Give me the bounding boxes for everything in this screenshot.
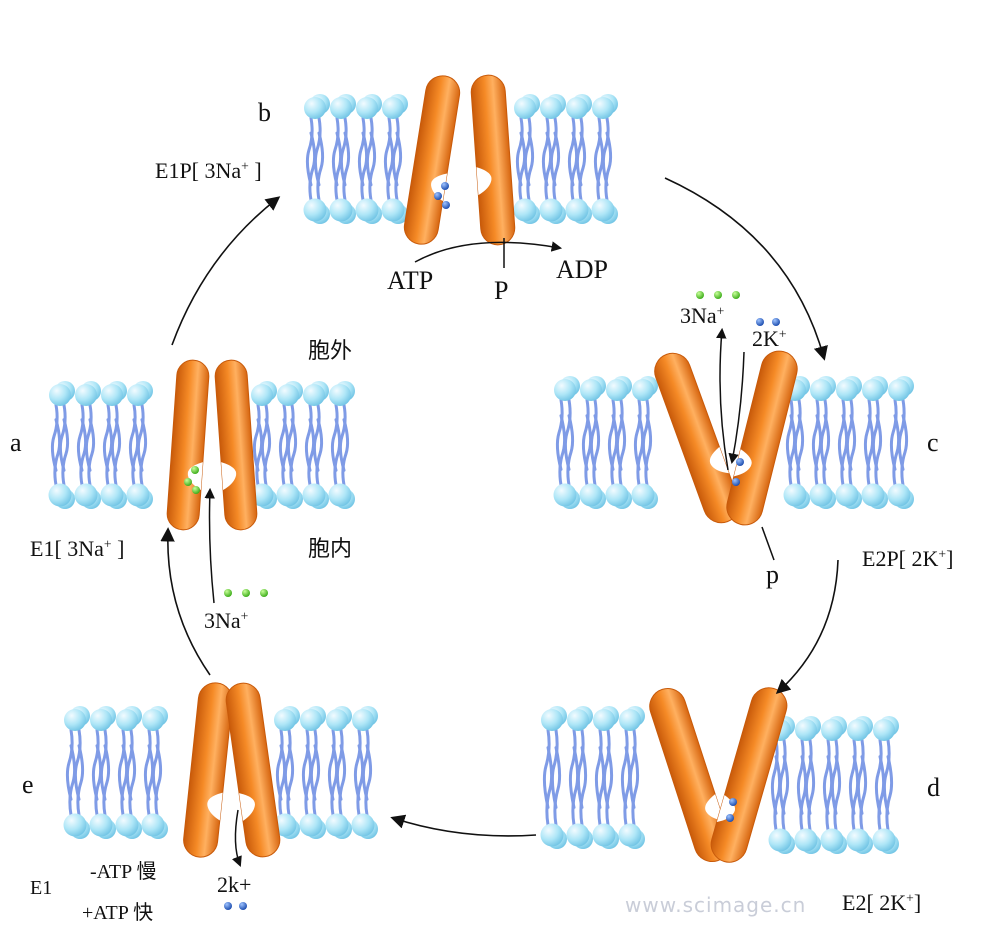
membrane-e-left <box>63 706 168 839</box>
arrow-b-to-c <box>664 177 828 361</box>
potassium-ion-c-2 <box>732 478 740 486</box>
potassium-ion-d-2 <box>726 814 734 822</box>
membrane-c-right-tails <box>785 398 909 487</box>
stage-letter-b: b <box>258 98 271 127</box>
pump-proteins <box>166 74 798 863</box>
label-adp: ADP <box>556 255 609 284</box>
pump-e-left-half <box>183 682 233 858</box>
label-k-entry: 2K+ <box>752 326 787 351</box>
arrow-atp-to-adp <box>414 241 563 263</box>
sodium-ion-a-2 <box>184 478 192 486</box>
potassium-ion-c-out-2 <box>772 318 780 326</box>
label-phosphate-b: P <box>494 276 509 305</box>
sodium-ion-a-free-3 <box>260 589 268 597</box>
sodium-ion-c-1 <box>696 291 704 299</box>
stage-letter-d: d <box>927 773 940 802</box>
phosphate-tick-c <box>761 526 775 561</box>
membrane-d-right <box>768 716 899 854</box>
label-phosphate-c: p <box>766 560 779 589</box>
note-atp-fast: +ATP 快 <box>82 902 154 924</box>
potassium-ion-e-1 <box>224 902 232 910</box>
pump-c-left-half <box>654 352 740 524</box>
pump-c-right-half <box>726 350 798 526</box>
membrane-b-right <box>513 94 618 224</box>
potassium-ion-c-out-1 <box>756 318 764 326</box>
membrane-b-right-tails <box>515 116 613 202</box>
membrane-d-left-heads <box>540 706 645 849</box>
arrow-c-to-d <box>775 559 839 694</box>
pump-a-left-half <box>166 359 210 531</box>
arrow-k-entry <box>728 351 745 465</box>
ion-arrows <box>204 238 775 867</box>
watermark: www.scimage.cn <box>625 893 807 917</box>
region-label-outside: 胞外 <box>308 338 353 363</box>
stage-letter-a: a <box>10 428 22 457</box>
sodium-ion-a-3 <box>192 486 200 494</box>
region-label-inside: 胞内 <box>308 536 353 561</box>
membrane-e-right-tails <box>275 728 373 817</box>
potassium-ion-c-1 <box>736 458 744 466</box>
ions <box>184 182 780 910</box>
note-atp-slow: -ATP 慢 <box>90 861 157 883</box>
membrane-b-left <box>303 94 408 224</box>
potassium-ion-e-2 <box>239 902 247 910</box>
arrow-d-to-e <box>390 814 537 837</box>
label-atp: ATP <box>387 266 434 295</box>
cycle-arrows <box>160 177 839 837</box>
membrane-e-right <box>273 706 378 839</box>
arrow-e-to-a <box>160 527 211 676</box>
arrow-k-release <box>232 809 242 867</box>
sodium-ion-c-2 <box>714 291 722 299</box>
label-na-exit: 3Na+ <box>680 303 725 328</box>
membrane-c-right <box>783 376 914 509</box>
pump-b-right-half <box>470 74 516 246</box>
arrow-na-exit <box>716 327 729 471</box>
ion-b-2 <box>434 192 442 200</box>
membrane-e-right-heads <box>273 706 378 839</box>
membrane-d-left <box>540 706 645 849</box>
membrane-c-right-heads <box>783 376 914 509</box>
membrane-a-right <box>250 381 355 509</box>
state-label-d: E2[ 2K+] <box>842 890 922 915</box>
pump-b-left-half <box>403 75 461 245</box>
label-k-release: 2k+ <box>217 872 252 897</box>
membrane-c-left-tails <box>555 398 653 487</box>
sodium-ion-a-1 <box>191 466 199 474</box>
state-label-e: E1 <box>30 877 53 899</box>
ion-b-3 <box>442 201 450 209</box>
membrane-a-left-tails <box>50 403 148 487</box>
membrane-c-left-heads <box>553 376 658 509</box>
membrane-e-left-tails <box>65 728 163 817</box>
potassium-ion-d-1 <box>729 798 737 806</box>
membrane-a-right-heads <box>250 381 355 509</box>
sodium-ion-a-free-1 <box>224 589 232 597</box>
pump-a-right-half <box>214 359 258 531</box>
stage-letter-e: e <box>22 770 34 799</box>
membrane-d-left-tails <box>542 728 640 827</box>
membrane-d-right-tails <box>770 738 894 832</box>
membrane-a-right-tails <box>252 403 350 487</box>
sodium-ion-c-3 <box>732 291 740 299</box>
membrane-a-left-heads <box>48 381 153 509</box>
state-label-a: E1[ 3Na+ ] <box>30 536 125 561</box>
membrane-b-right-heads <box>513 94 618 224</box>
state-label-b: E1P[ 3Na+ ] <box>155 158 262 183</box>
membrane-e-left-heads <box>63 706 168 839</box>
membrane-a-left <box>48 381 153 509</box>
sodium-ion-a-free-2 <box>242 589 250 597</box>
arrow-a-to-b <box>171 196 281 346</box>
stage-letter-c: c <box>927 428 939 457</box>
membranes <box>48 94 914 854</box>
membrane-c-left <box>553 376 658 509</box>
membrane-b-left-heads <box>303 94 408 224</box>
label-na-entry: 3Na+ <box>204 608 249 633</box>
arrow-na-entry <box>204 487 215 604</box>
ion-b-1 <box>441 182 449 190</box>
membrane-b-left-tails <box>305 116 403 202</box>
state-label-c: E2P[ 2K+] <box>862 546 954 571</box>
pump-e-right-half <box>225 682 281 858</box>
